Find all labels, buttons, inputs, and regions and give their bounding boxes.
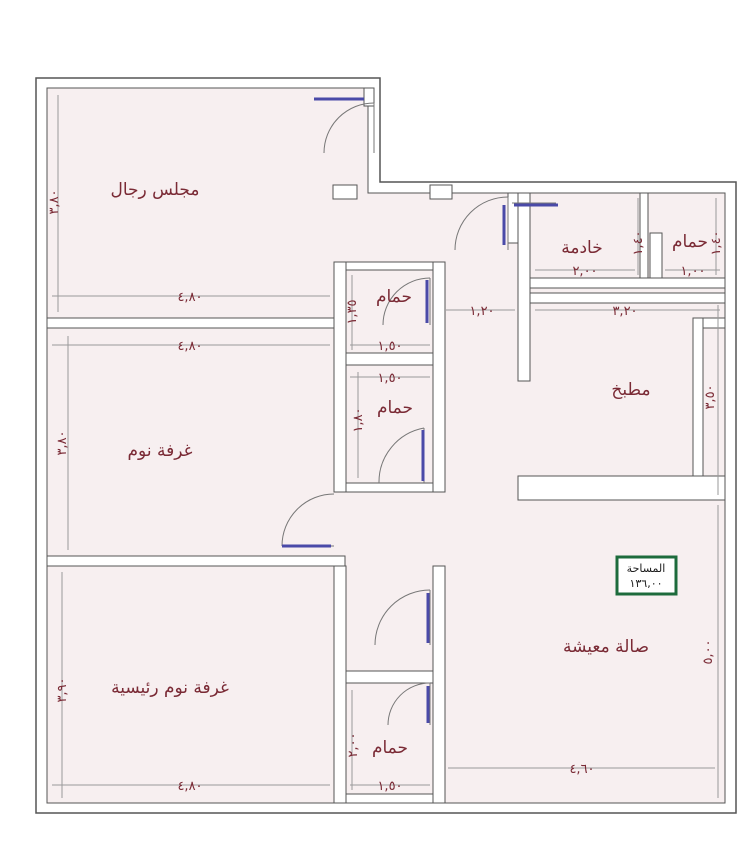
room-bath-2: حمام [377,398,413,418]
dim-kitchen-height: ٣,٥٠ [703,384,718,409]
room-kitchen: مطبخ [611,380,650,400]
dim-bath1-height: ١,٣٥ [345,299,360,324]
dim-maid-height: ١,٤٠ [631,230,646,255]
room-labels: مجلس رجال غرفة نوم غرفة نوم رئيسية حمام … [110,180,708,758]
dim-corridor-width: ١,٢٠ [469,304,494,319]
dim-bedroom-width: ٤,٨٠ [177,339,202,354]
dim-bedroom-height: ٣,٨٠ [55,430,70,455]
dim-bath4-height: ١,٤٠ [709,230,724,255]
area-box: المساحة ١٣٦,٠٠ [615,555,678,596]
dim-living-height: ٥,٠٠ [701,639,716,664]
room-bath-1: حمام [376,287,412,307]
area-label: المساحة [627,562,666,575]
dim-majlis-height: ٣,٨٠ [47,189,62,214]
dim-master-width: ٤,٨٠ [177,779,202,794]
dimension-labels: ٣,٨٠ ٤,٨٠ ٤,٨٠ ٣,٨٠ ٣,٩٠ ٤,٨٠ ١,٣٥ ١,٥٠ … [47,189,724,794]
dim-maid-width: ٢,٠٠ [572,264,597,279]
room-maid: خادمة [561,238,602,258]
room-majlis: مجلس رجال [110,180,199,200]
dimension-lines [52,95,720,798]
room-living: صالة معيشة [563,637,649,657]
dim-bath2-height: ١,٨٠ [351,407,366,432]
area-value: ١٣٦,٠٠ [629,577,662,590]
dim-kitchen-width: ٣,٢٠ [612,304,637,319]
room-bath-3: حمام [372,738,408,758]
dim-bath3-width: ١,٥٠ [377,779,402,794]
interior-walls [46,87,726,804]
room-bedroom: غرفة نوم [128,441,193,461]
dim-bath2-width: ١,٥٠ [377,371,402,386]
dim-living-width: ٤,٦٠ [569,762,594,777]
room-master-bedroom: غرفة نوم رئيسية [111,678,229,698]
dim-bath4-width: ١,٠٠ [680,264,705,279]
dim-bath1-width: ١,٥٠ [377,339,402,354]
dim-master-height: ٣,٩٠ [55,677,70,702]
door-leaves [282,97,558,723]
dim-majlis-width: ٤,٨٠ [177,290,202,305]
room-bath-4: حمام [672,232,708,252]
dim-bath3-height: ٢,٠٠ [346,732,361,757]
